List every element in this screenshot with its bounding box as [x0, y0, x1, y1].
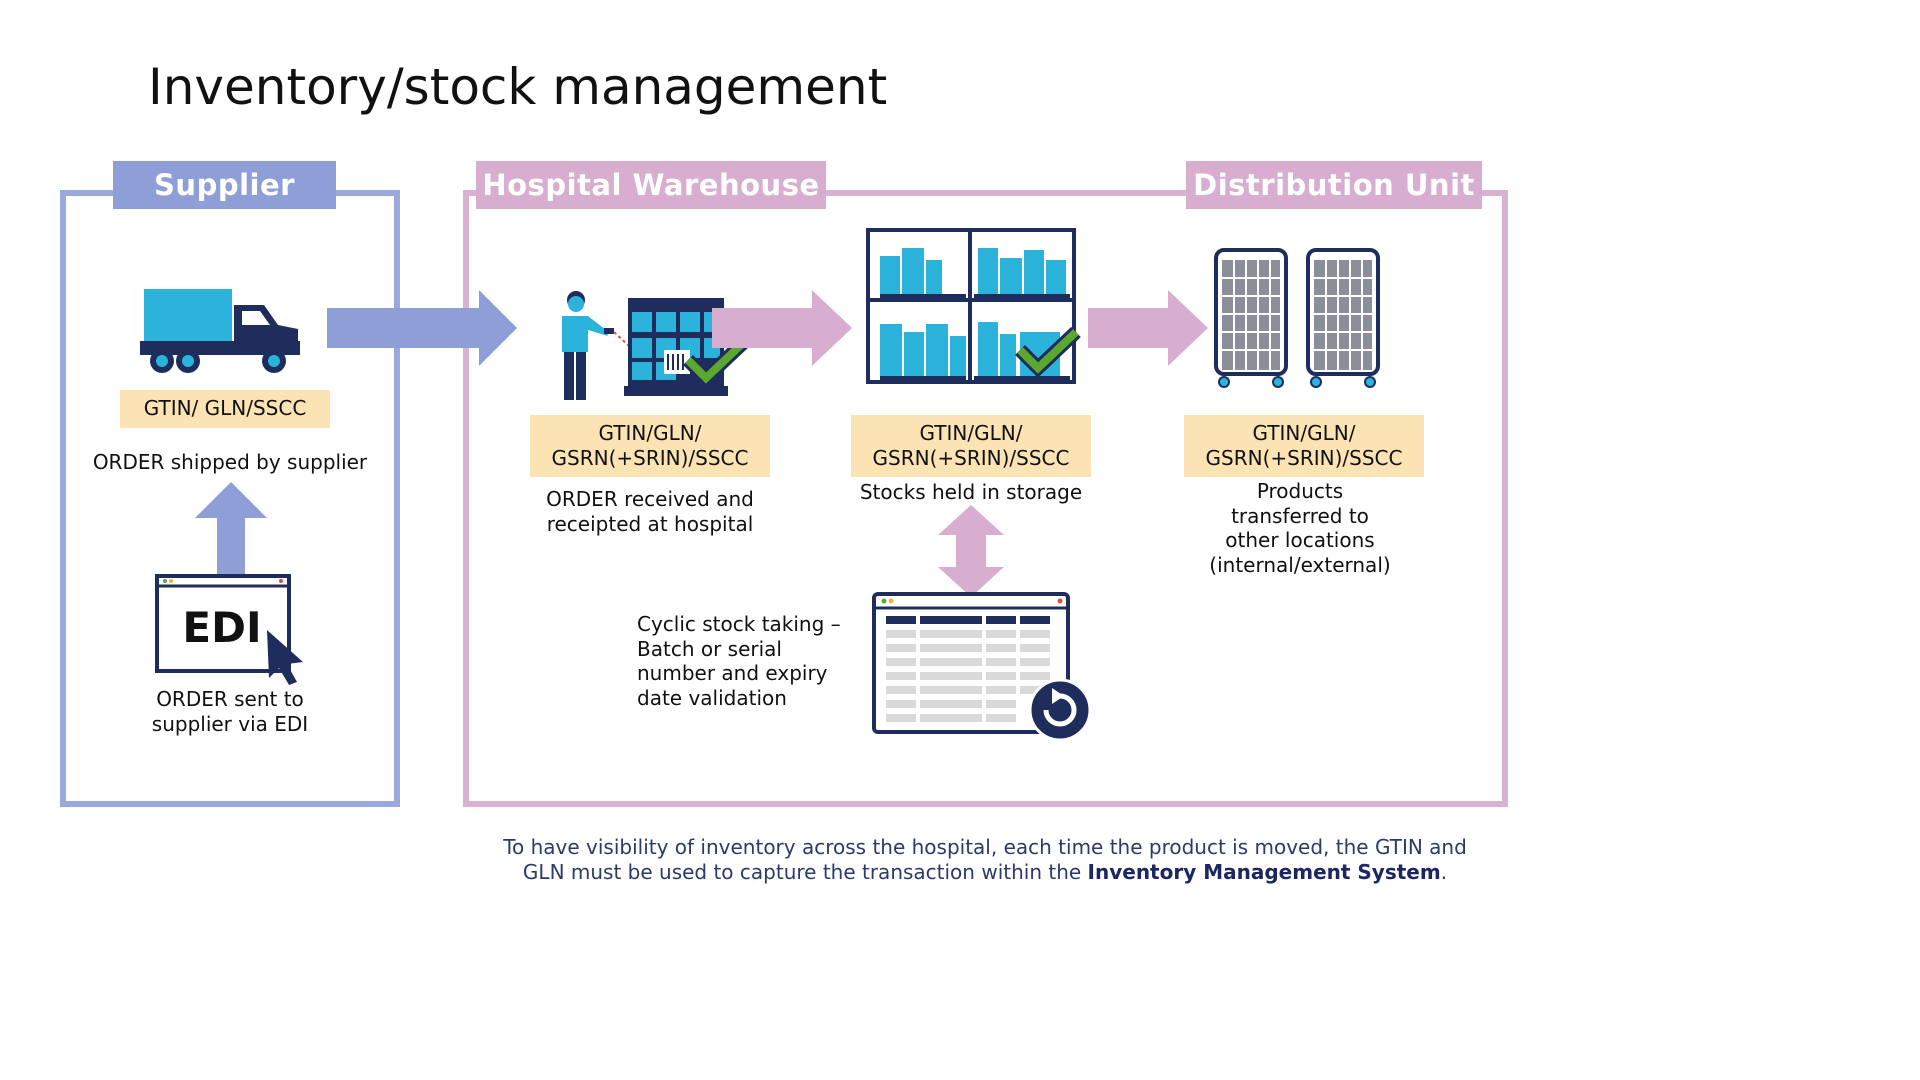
- footer-line-2-text: GLN must be used to capture the transact…: [522, 860, 1088, 884]
- double-vertical-arrow: [938, 505, 1004, 597]
- footer-note: To have visibility of inventory across t…: [400, 835, 1570, 885]
- stock-taking-spreadsheet-icon: [872, 592, 1092, 742]
- inventory-management-system-text: Inventory Management System: [1087, 860, 1441, 884]
- page-title: Inventory/stock management: [148, 58, 888, 116]
- footer-line-2: GLN must be used to capture the transact…: [400, 860, 1570, 885]
- transfer-code-box: GTIN/GLN/ GSRN(+SRIN)/SSCC: [1184, 415, 1424, 477]
- edi-text: EDI: [182, 603, 262, 652]
- supplier-code-box: GTIN/ GLN/SSCC: [120, 390, 330, 428]
- receipt-code-box: GTIN/GLN/ GSRN(+SRIN)/SSCC: [530, 415, 770, 477]
- footer-line-2-end: .: [1440, 860, 1448, 884]
- order-received-label: ORDER received and receipted at hospital: [546, 487, 754, 536]
- arrow-receipt-to-storage: [712, 290, 852, 366]
- arrow-supplier-to-warehouse: [327, 290, 517, 366]
- distribution-cages-icon: [1214, 248, 1380, 388]
- storage-code-box: GTIN/GLN/ GSRN(+SRIN)/SSCC: [851, 415, 1091, 477]
- supplier-header: Supplier: [113, 161, 336, 209]
- distribution-unit-header: Distribution Unit: [1186, 161, 1482, 209]
- footer-line-1: To have visibility of inventory across t…: [503, 835, 1467, 859]
- stocks-held-label: Stocks held in storage: [859, 480, 1083, 504]
- edi-window-icon: [155, 574, 303, 685]
- order-sent-label: ORDER sent to supplier via EDI: [151, 687, 309, 736]
- arrow-storage-to-distribution: [1088, 290, 1208, 366]
- worker-scanning-pallet-icon: [562, 291, 749, 400]
- storage-shelves-icon: [866, 228, 1081, 384]
- up-arrow: [195, 482, 267, 582]
- truck-icon: [140, 289, 300, 373]
- products-transferred-label: Products transferred to other locations …: [1209, 479, 1391, 577]
- order-shipped-label: ORDER shipped by supplier: [92, 450, 368, 474]
- hospital-warehouse-header: Hospital Warehouse: [476, 161, 826, 209]
- cyclic-stock-taking-label: Cyclic stock taking – Batch or serial nu…: [637, 612, 841, 710]
- hospital-warehouse-frame: [463, 190, 1508, 807]
